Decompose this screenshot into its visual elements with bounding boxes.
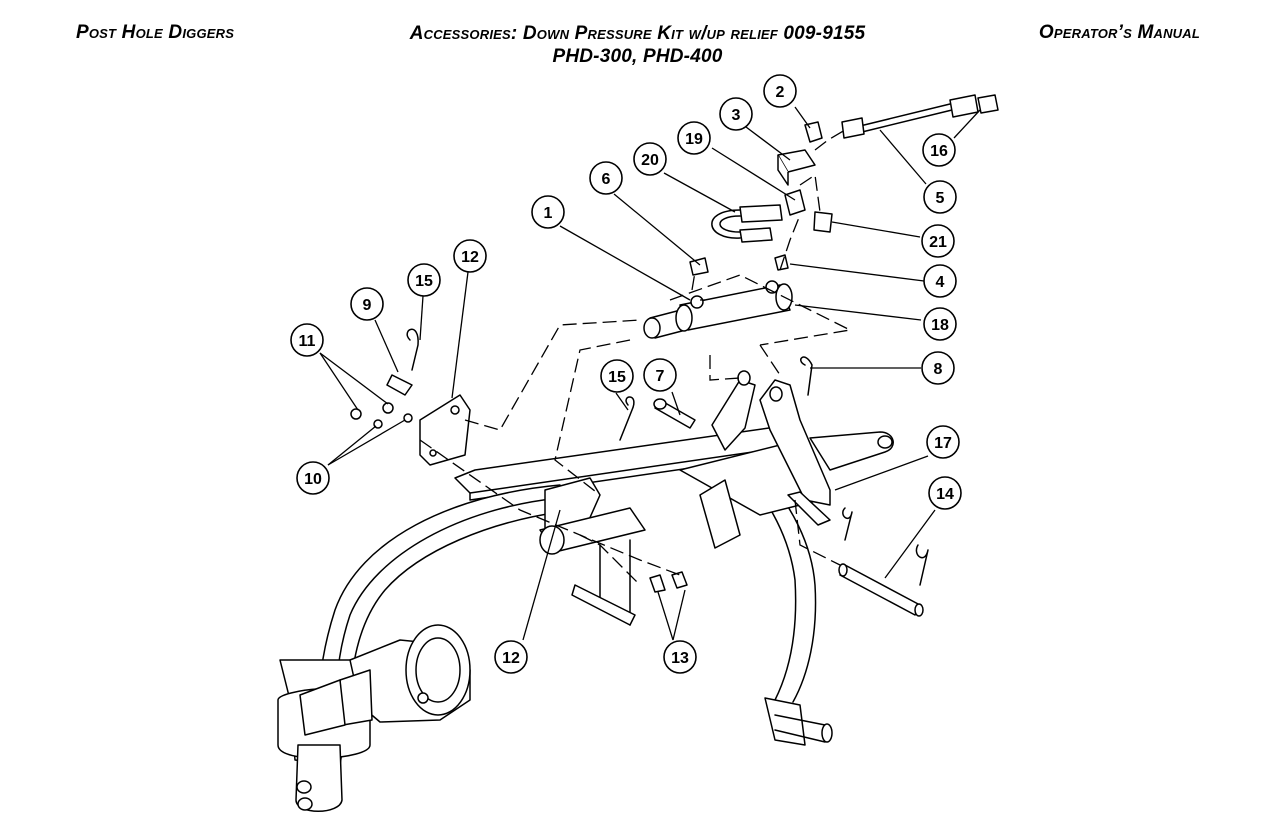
callout-7: 7: [643, 358, 677, 392]
callout-5: 5: [923, 180, 957, 214]
svg-text:21: 21: [929, 234, 947, 251]
header-left-title: Post Hole Diggers: [76, 22, 235, 43]
svg-text:5: 5: [936, 190, 945, 207]
header-center-title: Accessories: Down Pressure Kit w/up reli…: [0, 22, 1275, 68]
pins-and-clips: [350, 257, 929, 626]
callout-6: 6: [589, 161, 623, 195]
svg-text:18: 18: [931, 317, 949, 334]
callout-11: 11: [290, 323, 324, 357]
svg-text:6: 6: [602, 171, 611, 188]
callout-2: 2: [763, 74, 797, 108]
callout-13: 13: [663, 640, 697, 674]
callout-15-left: 15: [407, 263, 441, 297]
svg-text:20: 20: [641, 152, 659, 169]
mount-plate-left: [419, 394, 471, 466]
callout-9: 9: [350, 287, 384, 321]
svg-text:1: 1: [544, 205, 553, 222]
svg-text:13: 13: [671, 650, 689, 667]
callout-3: 3: [719, 97, 753, 131]
gearbox-assembly: [277, 624, 471, 812]
callout-12-upper: 12: [453, 239, 487, 273]
assembly-lines: [419, 129, 853, 586]
svg-text:11: 11: [299, 333, 316, 350]
callout-18: 18: [923, 307, 957, 341]
callout-17: 17: [926, 425, 960, 459]
svg-text:8: 8: [934, 361, 943, 378]
svg-text:12: 12: [502, 650, 520, 667]
header-center-line1: Accessories: Down Pressure Kit w/up reli…: [409, 23, 866, 44]
callout-1: 1: [531, 195, 565, 229]
svg-text:4: 4: [936, 274, 945, 291]
callout-14: 14: [928, 476, 962, 510]
callout-20: 20: [633, 142, 667, 176]
svg-text:10: 10: [304, 471, 322, 488]
callout-10: 10: [296, 461, 330, 495]
svg-text:2: 2: [776, 84, 785, 101]
callout-21: 21: [921, 224, 955, 258]
svg-text:14: 14: [936, 486, 954, 503]
svg-text:7: 7: [656, 368, 665, 385]
svg-text:19: 19: [685, 131, 703, 148]
header-right-title: Operator’s Manual: [1038, 22, 1200, 43]
svg-text:12: 12: [461, 249, 479, 266]
callout-15-mid: 15: [600, 359, 634, 393]
header-center-line2: PHD-300, PHD-400: [552, 46, 723, 67]
svg-text:9: 9: [363, 297, 372, 314]
boom-frame: [317, 370, 894, 746]
svg-text:15: 15: [415, 273, 433, 290]
svg-text:15: 15: [608, 369, 626, 386]
svg-text:3: 3: [732, 107, 741, 124]
callout-4: 4: [923, 264, 957, 298]
svg-text:16: 16: [930, 143, 948, 160]
leader-lines: [319, 106, 981, 641]
callout-12-lower: 12: [494, 640, 528, 674]
callout-8: 8: [921, 351, 955, 385]
hydraulic-fittings: [711, 94, 999, 271]
callout-16: 16: [922, 133, 956, 167]
callout-19: 19: [677, 121, 711, 155]
svg-text:17: 17: [934, 435, 952, 452]
